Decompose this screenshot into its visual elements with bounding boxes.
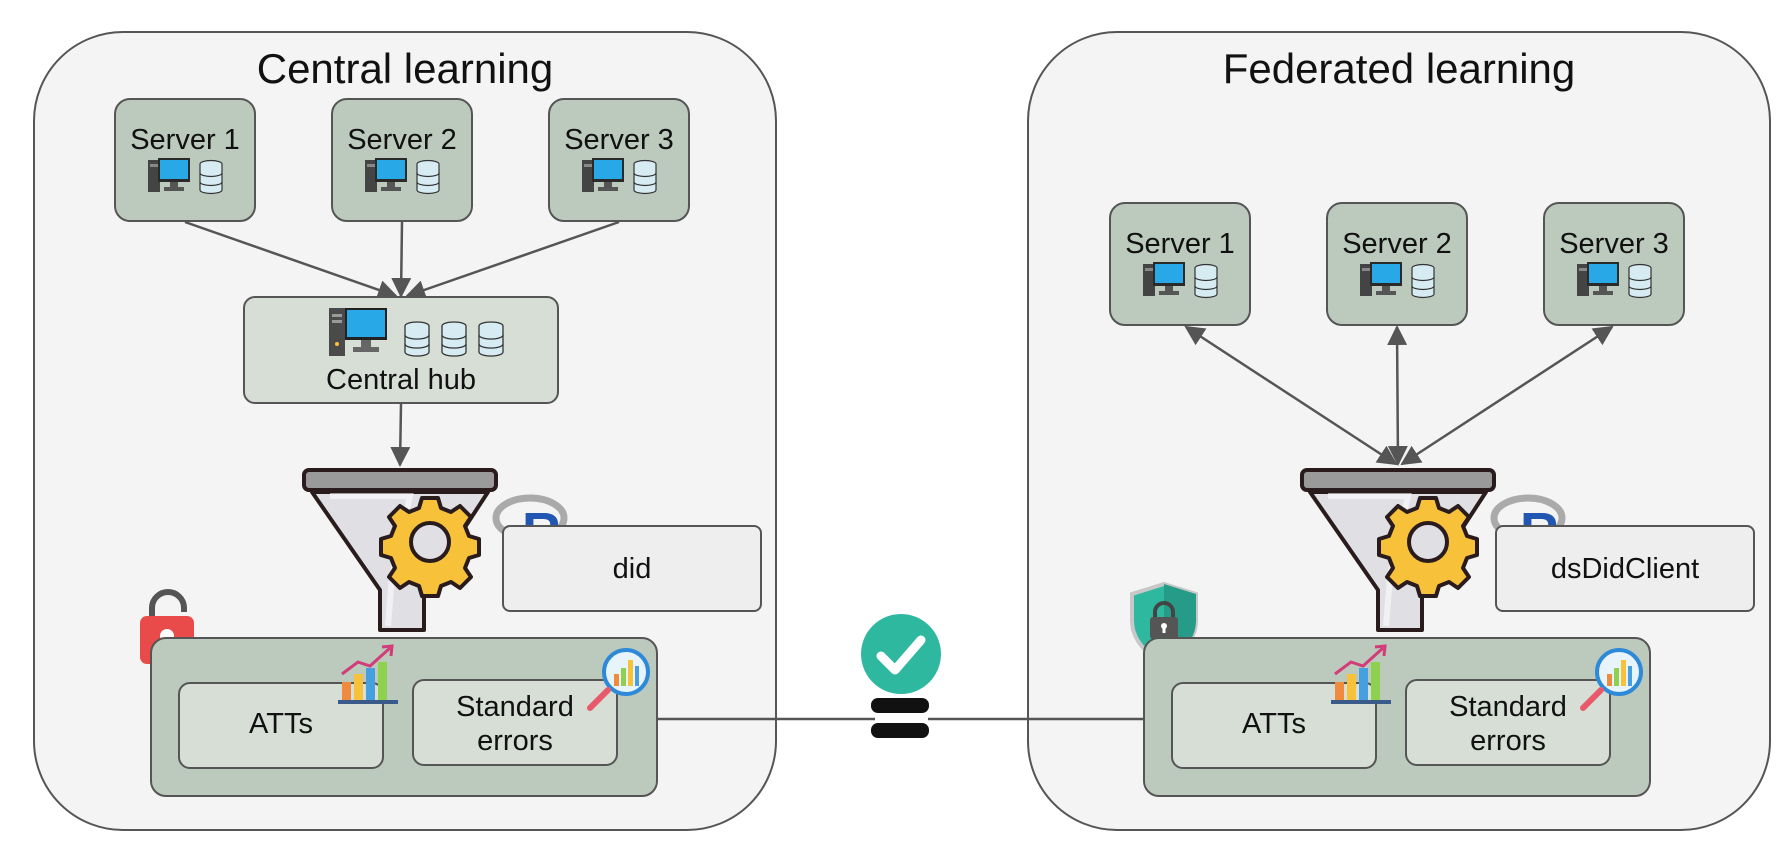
trend-chart-icon <box>338 644 398 704</box>
central-server-2: Server 2 <box>331 98 473 222</box>
link-fed-server2-funnel <box>1387 325 1408 466</box>
package-label: dsDidClient <box>1550 553 1700 585</box>
check-circle-icon <box>861 614 941 694</box>
se-label-line1: Standard <box>456 691 574 723</box>
federated-server-3: Server 3 <box>1543 202 1685 326</box>
magnifier-chart-icon <box>587 648 650 711</box>
federated-server-2: Server 2 <box>1326 202 1468 326</box>
federated-se-box: Standard errors <box>1405 679 1611 766</box>
arrow-hub-to-funnel <box>390 403 411 467</box>
server-label: Server 3 <box>564 124 674 156</box>
central-hub-label: Central hub <box>326 364 476 396</box>
computer-database-icon <box>365 158 440 195</box>
server-label: Server 2 <box>1342 228 1452 260</box>
arrow-server1-to-hub <box>184 220 398 300</box>
atts-label: ATTs <box>249 708 313 740</box>
package-box-dsdidclient: dsDidClient <box>1495 525 1755 612</box>
central-atts-box: ATTs <box>178 682 384 769</box>
central-se-box: Standard errors <box>412 679 618 766</box>
se-label-line1: Standard <box>1449 691 1567 723</box>
federated-learning-title: Federated learning <box>1222 45 1576 92</box>
federated-server-1: Server 1 <box>1109 202 1251 326</box>
central-hub-icon <box>329 308 504 357</box>
central-server-1: Server 1 <box>114 98 256 222</box>
funnel-gear-icon <box>1300 468 1496 632</box>
atts-label: ATTs <box>1242 708 1306 740</box>
arrow-server2-to-hub <box>391 221 412 298</box>
computer-database-icon <box>1143 262 1218 299</box>
server-label: Server 3 <box>1559 228 1669 260</box>
server-label: Server 1 <box>130 124 240 156</box>
equals-icon <box>871 698 929 738</box>
central-server-3: Server 3 <box>548 98 690 222</box>
central-hub-box: Central hub <box>243 296 559 404</box>
computer-database-icon <box>582 158 657 195</box>
se-label-line2: errors <box>1470 725 1546 757</box>
se-label-line2: errors <box>477 725 553 757</box>
link-fed-server1-funnel <box>1184 325 1398 466</box>
arrow-server3-to-hub <box>405 220 620 300</box>
computer-database-icon <box>1577 262 1652 299</box>
link-fed-server3-funnel <box>1400 325 1614 466</box>
funnel-gear-icon <box>302 468 498 632</box>
central-learning-title: Central learning <box>256 45 554 92</box>
package-box-did: did <box>502 525 762 612</box>
magnifier-chart-icon <box>1580 648 1643 711</box>
server-label: Server 1 <box>1125 228 1235 260</box>
server-label: Server 2 <box>347 124 457 156</box>
computer-database-icon <box>148 158 223 195</box>
computer-database-icon <box>1360 262 1435 299</box>
package-label: did <box>612 553 652 585</box>
trend-chart-icon <box>1331 644 1391 704</box>
